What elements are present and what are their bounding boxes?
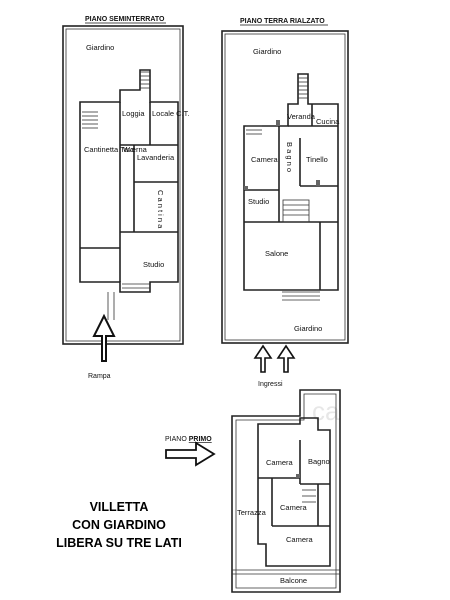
headline-line-3: LIBERA SU TRE LATI [56,536,182,550]
ground-room-tinello: Tinello [306,155,328,164]
ingressi-label: Ingressi [258,381,283,388]
basement-room-locale: Locale C.T. [152,109,190,118]
rampa-arrow-icon [92,313,116,362]
basement-room-cantinetta: Cantinetta Taverna [84,145,148,154]
ground-floor-title: PIANO TERRA RIALZATO [240,18,325,25]
basement-plan: PIANO SEMINTERRATO [62,16,190,345]
first-room-camera-3: Camera [286,535,314,544]
basement-title: PIANO SEMINTERRATO [85,16,165,23]
headline-line-1: VILLETTA [90,500,149,514]
first-room-camera-1: Camera [266,458,294,467]
first-room-bagno: Bagno [308,457,330,466]
first-floor-plan: PIANO PRIMO Camera Bagno Camera Terrazza… [165,389,341,593]
ground-room-camera: Camera [251,155,279,164]
headline-line-2: CON GIARDINO [72,518,166,532]
watermark-text: ca [312,396,340,426]
first-room-balcone: Balcone [280,576,307,585]
ground-room-bagno: B a g n o [285,142,294,172]
ground-room-cucina: Cucina [316,117,340,126]
basement-room-wc: Wc [123,145,134,154]
ground-floor-plan: PIANO TERRA RIALZATO [221,18,349,344]
ingresso-arrow-icon [276,344,296,373]
ground-room-veranda: Veranda [287,112,316,121]
rampa-label: Rampa [88,373,111,380]
first-room-camera-2: Camera [280,503,308,512]
ground-room-giardino-bottom: Giardino [294,324,322,333]
first-floor-title-prefix: PIANO [165,436,187,443]
ground-room-studio: Studio [248,197,269,206]
first-floor-title-bold: PRIMO [189,436,213,443]
basement-room-lavanderia: Lavanderia [137,153,175,162]
basement-room-giardino: Giardino [86,43,114,52]
first-room-terrazza: Terrazza [237,508,267,517]
ground-room-giardino-top: Giardino [253,47,281,56]
ingresso-arrow-icon [253,344,273,373]
headline: VILLETTA CON GIARDINO LIBERA SU TRE LATI [56,500,182,550]
basement-room-loggia: Loggia [122,109,145,118]
basement-room-cantina: C a n t i n a [156,190,165,229]
ground-room-salone: Salone [265,249,288,258]
basement-room-studio: Studio [143,260,164,269]
svg-text:PIANO PRIMO: PIANO PRIMO [165,436,212,443]
pointer-arrow-icon [165,441,216,467]
